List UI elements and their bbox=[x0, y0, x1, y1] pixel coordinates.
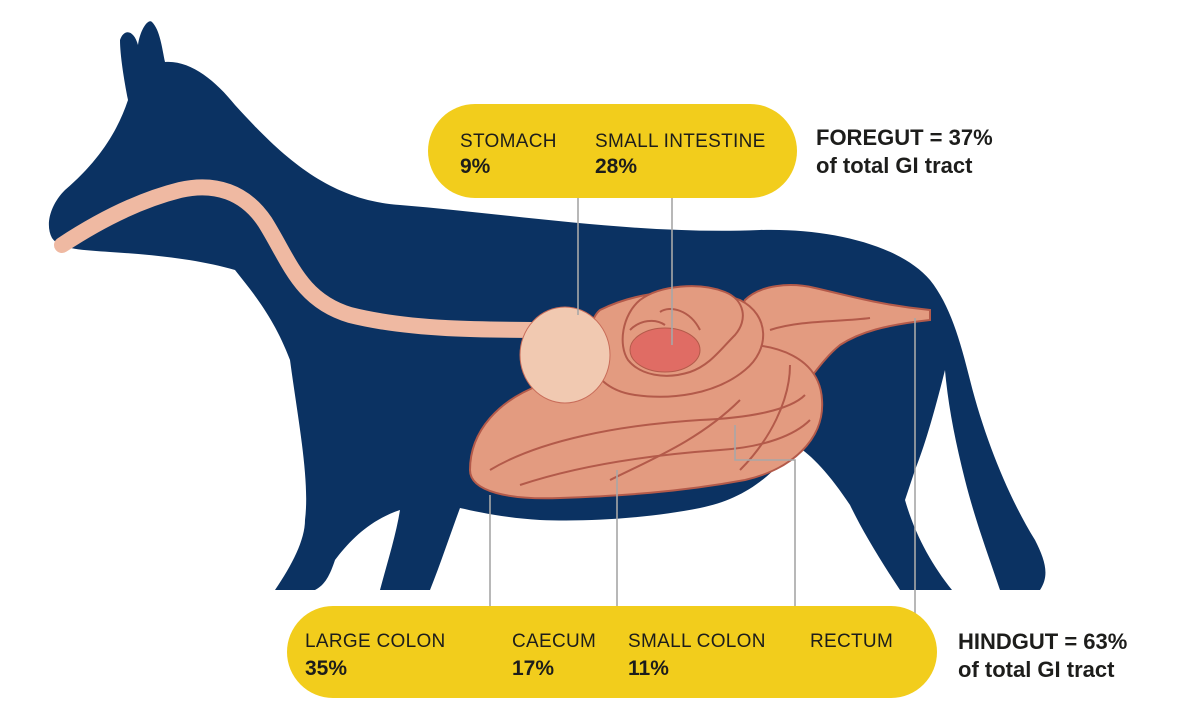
small-intestine-label: SMALL INTESTINE bbox=[595, 131, 766, 152]
small-intestine-core bbox=[629, 327, 701, 373]
large-colon-percent: 35% bbox=[305, 657, 348, 680]
rectum-label: RECTUM bbox=[810, 631, 894, 652]
foregut-caption: of total GI tract bbox=[816, 153, 973, 178]
hindgut-label-panel bbox=[287, 606, 937, 698]
small-colon-label: SMALL COLON bbox=[628, 631, 766, 652]
hindgut-caption: of total GI tract bbox=[958, 657, 1115, 682]
intestine-folds bbox=[489, 308, 871, 486]
caecum-label: CAECUM bbox=[512, 631, 597, 652]
stomach-percent: 9% bbox=[460, 155, 491, 178]
large-colon-label: LARGE COLON bbox=[305, 631, 446, 652]
hindgut-summary: HINDGUT = 63% of total GI tract bbox=[958, 628, 1127, 684]
hindgut-total: HINDGUT = 63% bbox=[958, 629, 1128, 654]
small-intestine-percent: 28% bbox=[595, 155, 638, 178]
small-colon-percent: 11% bbox=[628, 657, 669, 680]
stomach-organ bbox=[519, 306, 611, 404]
horse-silhouette bbox=[48, 21, 1046, 590]
foregut-label-panel bbox=[428, 104, 797, 198]
foregut-summary: FOREGUT = 37% of total GI tract bbox=[816, 124, 993, 180]
foregut-total: FOREGUT = 37% bbox=[816, 125, 993, 150]
stomach-label: STOMACH bbox=[460, 131, 557, 152]
caecum-percent: 17% bbox=[512, 657, 555, 680]
esophagus bbox=[54, 179, 568, 338]
